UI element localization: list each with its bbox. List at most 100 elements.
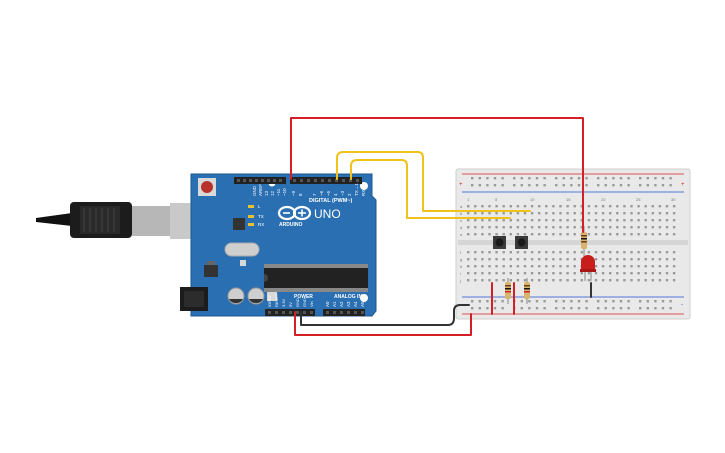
- breadboard-hole[interactable]: [672, 205, 676, 208]
- breadboard-hole[interactable]: [594, 219, 598, 222]
- breadboard-hole[interactable]: [495, 219, 498, 222]
- breadboard-hole[interactable]: [651, 279, 654, 282]
- breadboard-hole[interactable]: [609, 205, 612, 208]
- breadboard-hole[interactable]: [509, 233, 512, 236]
- breadboard-hole[interactable]: [538, 212, 541, 215]
- breadboard-hole[interactable]: [566, 272, 569, 275]
- breadboard-hole[interactable]: [637, 219, 640, 222]
- breadboard-hole[interactable]: [573, 212, 576, 215]
- breadboard-hole[interactable]: [623, 205, 626, 208]
- breadboard-hole[interactable]: [530, 233, 534, 236]
- breadboard-hole[interactable]: [562, 300, 565, 303]
- breadboard-hole[interactable]: [502, 233, 505, 236]
- breadboard-hole[interactable]: [566, 205, 569, 208]
- breadboard-hole[interactable]: [528, 184, 531, 187]
- breadboard-hole[interactable]: [661, 300, 665, 303]
- breadboard-hole[interactable]: [478, 300, 481, 303]
- breadboard-hole[interactable]: [644, 272, 647, 275]
- breadboard-hole[interactable]: [555, 307, 558, 310]
- breadboard-hole[interactable]: [467, 233, 470, 236]
- breadboard-hole[interactable]: [597, 177, 600, 180]
- breadboard-hole[interactable]: [509, 212, 512, 215]
- breadboard-hole[interactable]: [545, 219, 548, 222]
- breadboard-hole[interactable]: [502, 272, 505, 275]
- breadboard-hole[interactable]: [478, 307, 481, 310]
- breadboard-hole[interactable]: [538, 265, 541, 268]
- breadboard-hole[interactable]: [672, 212, 676, 215]
- breadboard-hole[interactable]: [478, 184, 481, 187]
- breadboard-hole[interactable]: [538, 226, 541, 229]
- breadboard-hole[interactable]: [619, 177, 623, 180]
- breadboard-hole[interactable]: [594, 205, 598, 208]
- breadboard-hole[interactable]: [552, 265, 555, 268]
- breadboard-hole[interactable]: [661, 307, 665, 310]
- breadboard-hole[interactable]: [637, 258, 640, 261]
- breadboard-hole[interactable]: [604, 184, 607, 187]
- breadboard-hole[interactable]: [609, 212, 612, 215]
- breadboard-hole[interactable]: [630, 279, 633, 282]
- breadboard-hole[interactable]: [523, 233, 527, 236]
- breadboard-hole[interactable]: [654, 184, 657, 187]
- breadboard-hole[interactable]: [562, 307, 565, 310]
- breadboard-hole[interactable]: [623, 226, 626, 229]
- arduino-board[interactable]: GND AREF 13 12 ~11 ~10 ~9 8 7 ~6 ~5 4 ~3…: [180, 173, 377, 317]
- breadboard-hole[interactable]: [616, 219, 619, 222]
- breadboard-hole[interactable]: [630, 251, 633, 254]
- breadboard-hole[interactable]: [559, 258, 562, 261]
- breadboard-hole[interactable]: [651, 205, 654, 208]
- breadboard-hole[interactable]: [587, 279, 591, 282]
- breadboard-hole[interactable]: [587, 212, 591, 215]
- breadboard-hole[interactable]: [651, 219, 654, 222]
- breadboard-hole[interactable]: [665, 212, 669, 215]
- breadboard-hole[interactable]: [658, 233, 662, 236]
- breadboard-hole[interactable]: [594, 272, 598, 275]
- breadboard-hole[interactable]: [495, 212, 498, 215]
- breadboard-hole[interactable]: [604, 307, 607, 310]
- breadboard-hole[interactable]: [573, 226, 576, 229]
- breadboard-hole[interactable]: [646, 184, 649, 187]
- breadboard-hole[interactable]: [601, 226, 605, 229]
- breadboard-hole[interactable]: [604, 300, 607, 303]
- breadboard-hole[interactable]: [594, 279, 598, 282]
- breadboard-hole[interactable]: [658, 265, 662, 268]
- breadboard-hole[interactable]: [528, 177, 531, 180]
- breadboard-hole[interactable]: [654, 177, 657, 180]
- breadboard-hole[interactable]: [594, 251, 598, 254]
- breadboard-hole[interactable]: [538, 272, 541, 275]
- breadboard-hole[interactable]: [630, 265, 633, 268]
- breadboard-hole[interactable]: [587, 272, 591, 275]
- resistor-1[interactable]: [505, 278, 511, 304]
- breadboard-hole[interactable]: [566, 251, 569, 254]
- breadboard-hole[interactable]: [616, 258, 619, 261]
- breadboard-hole[interactable]: [585, 300, 588, 303]
- breadboard-hole[interactable]: [516, 233, 520, 236]
- breadboard-hole[interactable]: [601, 212, 605, 215]
- breadboard-hole[interactable]: [619, 300, 623, 303]
- breadboard-hole[interactable]: [474, 233, 477, 236]
- breadboard-hole[interactable]: [665, 251, 669, 254]
- breadboard-hole[interactable]: [646, 177, 649, 180]
- breadboard-hole[interactable]: [501, 177, 504, 180]
- breadboard-hole[interactable]: [520, 300, 523, 303]
- breadboard-hole[interactable]: [594, 258, 598, 261]
- breadboard-hole[interactable]: [535, 177, 539, 180]
- breadboard-hole[interactable]: [594, 226, 598, 229]
- breadboard-hole[interactable]: [516, 279, 520, 282]
- breadboard-hole[interactable]: [478, 177, 481, 180]
- breadboard-hole[interactable]: [637, 226, 640, 229]
- breadboard-hole[interactable]: [530, 212, 534, 215]
- breadboard-hole[interactable]: [523, 272, 527, 275]
- breadboard-hole[interactable]: [665, 233, 669, 236]
- breadboard-hole[interactable]: [528, 300, 531, 303]
- breadboard-hole[interactable]: [545, 226, 548, 229]
- breadboard-hole[interactable]: [577, 177, 581, 180]
- breadboard-hole[interactable]: [665, 226, 669, 229]
- breadboard-hole[interactable]: [594, 265, 598, 268]
- breadboard-hole[interactable]: [538, 251, 541, 254]
- breadboard-hole[interactable]: [559, 272, 562, 275]
- breadboard-hole[interactable]: [552, 272, 555, 275]
- breadboard-hole[interactable]: [594, 212, 598, 215]
- breadboard-hole[interactable]: [658, 212, 662, 215]
- breadboard-hole[interactable]: [520, 184, 523, 187]
- breadboard-hole[interactable]: [580, 226, 583, 229]
